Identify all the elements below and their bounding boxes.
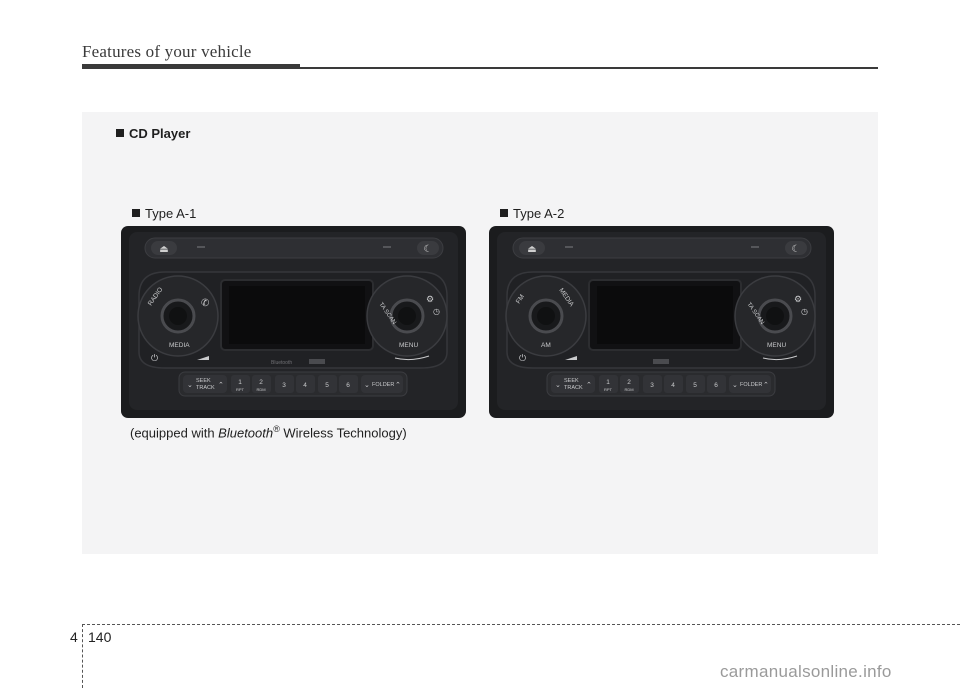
caption-prefix: (equipped with [130,425,219,441]
folder-button [729,375,771,393]
panel-heading-text: CD Player [129,126,191,141]
eject-button [519,241,545,255]
square-bullet-icon [132,209,140,217]
svg-text:2: 2 [259,379,263,386]
svg-text:⌄: ⌄ [187,382,193,389]
seek-label: SEEK [564,378,579,384]
preset-5-button [686,375,705,393]
panel-heading: CD Player [116,126,190,141]
bluetooth-logo: Bluetooth [271,360,292,366]
rds-logo [309,359,325,364]
track-label: TRACK [564,385,583,391]
svg-text:RDM: RDM [256,387,265,392]
caption-suffix: Wireless Technology) [279,425,407,441]
type-a1-label: Type A-1 [132,206,196,221]
preset-4-button [296,375,315,393]
type-a2-text: Type A-2 [513,206,565,221]
preset-3-button [275,375,294,393]
svg-text:4: 4 [671,382,675,389]
svg-text:4: 4 [303,382,307,389]
header-rule-thick [82,64,300,69]
square-bullet-icon [500,209,508,217]
square-bullet-icon [116,129,124,137]
clock-icon: ◷ [433,307,440,316]
preset-1-button [231,375,250,393]
seek-track-button [183,375,227,393]
footer-divider [82,624,83,688]
eject-button [151,241,177,255]
preset-4-button [664,375,683,393]
svg-text:2: 2 [627,379,631,386]
svg-text:⌃: ⌃ [218,381,224,389]
caption-brand: Bluetooth [218,425,274,441]
footer-rule [82,624,960,625]
svg-text:5: 5 [693,382,697,389]
preset-6-button [707,375,726,393]
svg-text:3: 3 [282,382,286,389]
preset-3-button [643,375,662,393]
settings-icon: ⚙ [794,294,802,304]
folder-label: FOLDER [740,382,762,388]
caption-registered-mark: ® [273,424,280,434]
watermark: carmanualsonline.info [720,662,892,681]
svg-text:⌃: ⌃ [586,381,592,389]
preset-2-button [620,375,639,393]
menu-label: MENU [767,342,786,349]
preset-2-button [252,375,271,393]
radio-unit-type-a1: ⏏ ☾ RADIO MEDIA ✆ ⏻ TA SCAN MENU ⚙ ◷ Blu… [121,226,466,418]
svg-text:1: 1 [238,379,242,386]
clock-icon: ◷ [801,307,808,316]
night-mode-button [785,241,807,255]
svg-text:⌃: ⌃ [763,381,769,389]
am-label: AM [541,342,551,349]
moon-icon: ☾ [792,244,801,255]
chapter-number: 4 [70,629,78,645]
svg-text:3: 3 [650,382,654,389]
radio-unit-type-a2: ⏏ ☾ FM MEDIA AM ⏻ TA SCAN MENU ⚙ ◷ ⌄ SEE… [489,226,834,418]
track-label: TRACK [196,385,215,391]
power-icon: ⏻ [519,353,526,363]
section-title: Features of your vehicle [82,42,252,61]
page-number: 140 [88,629,112,645]
phone-icon: ✆ [201,298,209,309]
eject-icon: ⏏ [527,244,536,255]
svg-text:⌄: ⌄ [364,382,370,389]
svg-text:⌄: ⌄ [732,382,738,389]
seek-track-button [551,375,595,393]
eject-icon: ⏏ [159,244,168,255]
media-label: MEDIA [169,342,190,349]
folder-button [361,375,403,393]
preset-6-button [339,375,358,393]
svg-text:1: 1 [606,379,610,386]
preset-5-button [318,375,337,393]
power-icon: ⏻ [151,353,158,363]
settings-icon: ⚙ [426,294,434,304]
menu-label: MENU [399,342,418,349]
fm-label: FM [515,293,526,305]
header-rule-thin [300,67,878,69]
folder-label: FOLDER [372,382,394,388]
svg-text:6: 6 [346,382,350,389]
svg-text:⌃: ⌃ [395,381,401,389]
night-mode-button [417,241,439,255]
seek-label: SEEK [196,378,211,384]
svg-text:RPT: RPT [604,387,613,392]
svg-text:5: 5 [325,382,329,389]
figure-caption: (equipped with Bluetooth® Wireless Techn… [130,424,407,440]
svg-text:⌄: ⌄ [555,382,561,389]
type-a1-text: Type A-1 [145,206,197,221]
svg-text:6: 6 [714,382,718,389]
moon-icon: ☾ [424,244,433,255]
svg-text:RPT: RPT [236,387,245,392]
svg-text:RDM: RDM [624,387,633,392]
preset-1-button [599,375,618,393]
type-a2-label: Type A-2 [500,206,564,221]
rds-logo [653,359,669,364]
